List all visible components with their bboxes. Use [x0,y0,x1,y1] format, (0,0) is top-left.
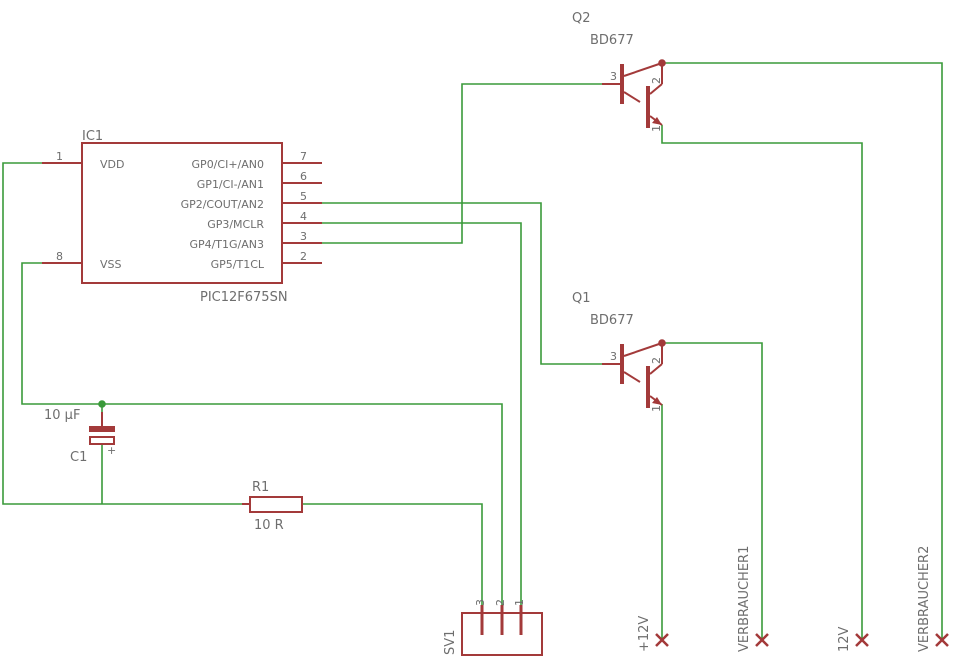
net-q1-collector [662,342,763,640]
sv1-pin-label: 3 [474,599,487,606]
terminal-label: 12V [837,626,852,652]
net-gp4-q2 [322,83,602,244]
ic1-pin-number: 5 [300,190,307,203]
terminal-x-icon [655,633,669,647]
q2-pin-c: 2 [650,77,663,84]
sv1-ref: SV1 [443,630,458,655]
r1-resistor: R1 10 R [242,480,303,533]
q1-pin-b: 3 [610,350,617,363]
net-mclr [322,222,522,605]
net-vss [21,262,503,605]
q2-pin-b: 3 [610,70,617,83]
q1-pin-e: 1 [650,405,663,412]
q2-pin-e: 1 [650,125,663,132]
q1-collector-1 [623,342,663,357]
q2-emitter-1 [623,91,641,103]
ic1-body [81,142,283,284]
r1-body [249,496,303,513]
ic1-pin-name: GP0/CI+/AN0 [192,158,264,171]
q1-pin-c: 2 [650,357,663,364]
ic1-pin-number: 6 [300,170,307,183]
c1-plate-top [89,426,115,432]
terminal-label: VERBRAUCHER1 [737,546,752,652]
ic1-pin-number: 2 [300,250,307,263]
c1-value: 10 µF [44,408,80,423]
terminal-label: VERBRAUCHER2 [917,546,932,652]
ic1-pin-name: VDD [100,158,124,171]
net-q2-emitter [661,125,863,640]
ic1-pin-name: VSS [100,258,122,271]
ic1-pin-name: GP2/COUT/AN2 [181,198,264,211]
ic1-ref: IC1 [82,129,103,144]
q1-collector-2 [649,363,663,375]
q1-value: BD677 [590,313,634,328]
ic1-value: PIC12F675SN [200,290,288,305]
q2-value: BD677 [590,33,634,48]
q2-emitter-arrow [652,117,662,125]
sv1-pin-label: 2 [494,599,507,606]
net-gp2-q1 [322,202,602,365]
ic1: IC1 PIC12F675SN 1 8 VDD VSS 7 6 5 4 3 2 … [42,129,322,305]
q2-collector-2 [649,83,663,95]
terminal-x-icon [755,633,769,647]
c1-capacitor: 10 µF C1 + [44,408,116,465]
ic1-pin-name: GP1/CI-/AN1 [197,178,264,191]
q1-transistor: Q1 BD677 3 2 1 [572,291,663,412]
q1-ref: Q1 [572,291,591,306]
terminal-x-icon [855,633,869,647]
c1-ref: C1 [70,450,87,465]
net-q2-collector [662,62,943,640]
r1-value: 10 R [254,518,284,533]
ic1-pin-name: GP5/T1CL [211,258,265,271]
net-r1-sv1 [302,503,483,605]
net-vdd [2,162,242,505]
q2-transistor: Q2 BD677 3 2 1 [572,11,663,132]
nets [2,59,943,640]
terminal-label: +12V [637,616,652,652]
sv1-pin-label: 1 [513,599,526,606]
ic1-pin-number: 8 [56,250,63,263]
r1-ref: R1 [252,480,269,495]
q1-emitter-arrow [652,397,662,405]
q1-emitter-1 [623,371,641,383]
ic1-pin-number: 1 [56,150,63,163]
c1-polarity: + [107,444,116,457]
terminal-12v: 12V [837,626,869,652]
junction-dot [98,400,106,408]
terminals: +12V VERBRAUCHER1 12V VERBRAUCHER2 [637,546,949,652]
terminal-verbraucher1: VERBRAUCHER1 [737,546,769,652]
ic1-pin-name: GP3/MCLR [207,218,264,231]
ic1-pin-number: 7 [300,150,307,163]
sv1-connector: 3 2 1 SV1 [443,599,543,656]
terminal-x-icon [935,633,949,647]
c1-plate-bottom [89,436,115,445]
ic1-pin-name: GP4/T1G/AN3 [189,238,264,251]
q2-ref: Q2 [572,11,591,26]
ic1-pin-number: 4 [300,210,307,223]
ic1-pin-number: 3 [300,230,307,243]
terminal-plus12v: +12V [637,616,669,652]
q2-collector-1 [623,62,663,77]
terminal-verbraucher2: VERBRAUCHER2 [917,546,949,652]
